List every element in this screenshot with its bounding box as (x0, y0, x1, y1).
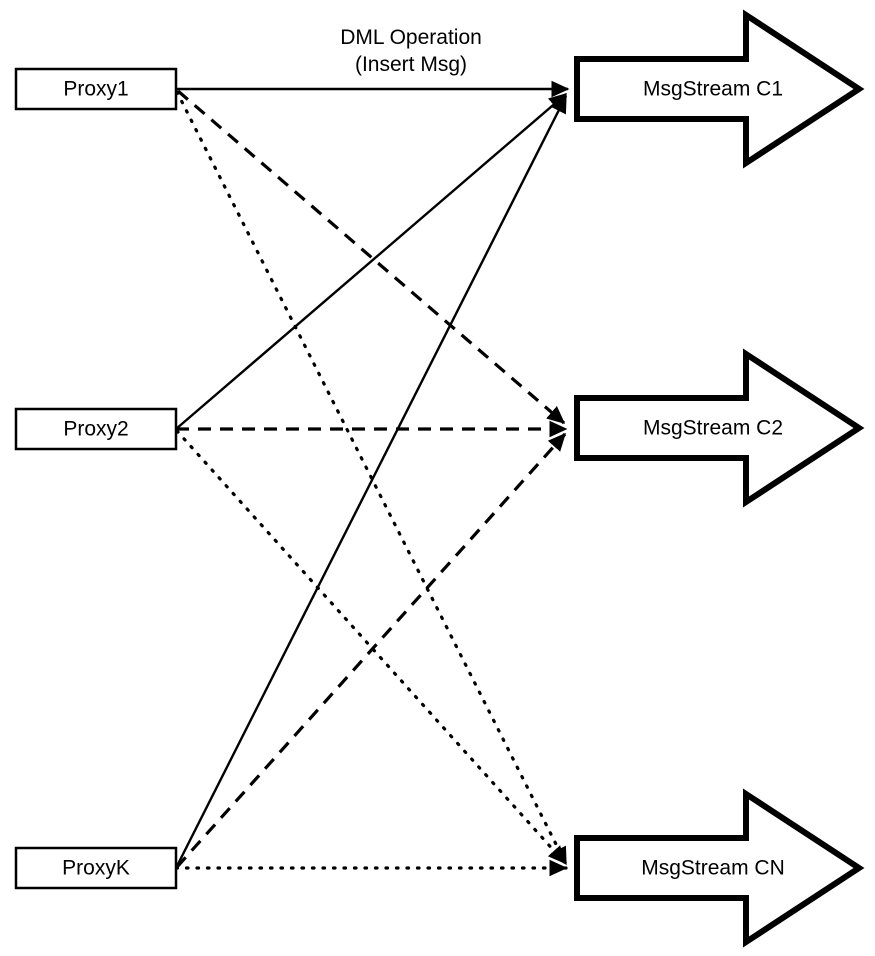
edge-proxyk-to-stream-c2[interactable] (175, 432, 567, 869)
edge-proxyk-to-stream-c1[interactable] (174, 94, 568, 869)
msgstream-cn-label: MsgStream CN (641, 857, 785, 880)
proxyk-label: ProxyK (62, 857, 130, 880)
msgstream-c2-label: MsgStream C2 (643, 417, 783, 440)
proxy2-box[interactable] (14, 407, 178, 451)
edge-label-line-2: (Insert Msg) (355, 53, 467, 76)
proxy2-label: Proxy2 (63, 418, 128, 441)
msgstream-c2-arrow-shape[interactable] (574, 348, 865, 508)
node-proxy2[interactable]: Proxy2 (14, 407, 178, 451)
edge-proxy1-to-stream-cn[interactable] (175, 90, 568, 866)
node-msgstream-c2[interactable]: MsgStream C2 (574, 348, 865, 508)
edge-label-dml-operation: DML Operation (Insert Msg) (340, 26, 482, 76)
msgstream-c1-arrow-shape[interactable] (574, 9, 865, 169)
proxy1-label: Proxy1 (63, 78, 128, 101)
edge-label-line-1: DML Operation (340, 26, 482, 49)
node-msgstream-cn[interactable]: MsgStream CN (574, 788, 865, 948)
node-proxy1[interactable]: Proxy1 (14, 67, 178, 111)
node-proxyk[interactable]: ProxyK (14, 846, 178, 890)
edge-proxy1-to-stream-c2[interactable] (176, 89, 566, 425)
edge-proxy2-to-stream-c1[interactable] (175, 93, 568, 430)
node-msgstream-c1[interactable]: MsgStream C1 (574, 9, 865, 169)
edge-group-proxyk (174, 94, 568, 877)
proxyk-box[interactable] (14, 846, 178, 890)
msgstream-c1-label: MsgStream C1 (643, 78, 783, 101)
proxy1-box[interactable] (14, 67, 178, 111)
edge-group-proxy2 (175, 93, 568, 865)
edge-group-proxy1 (175, 80, 570, 866)
edge-proxy2-to-stream-cn[interactable] (175, 429, 567, 865)
msgstream-cn-arrow-shape[interactable] (574, 788, 865, 948)
